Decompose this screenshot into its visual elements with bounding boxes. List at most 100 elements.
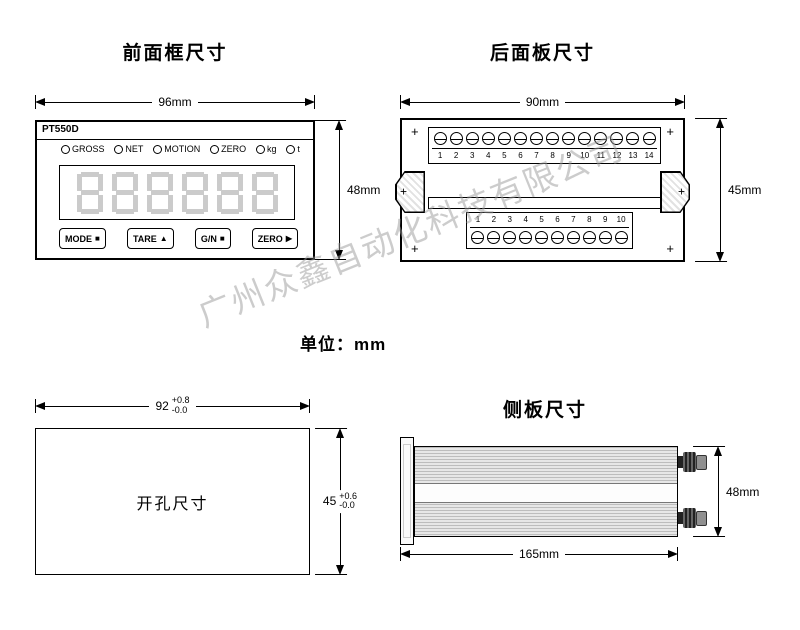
terminal: 9 — [597, 213, 614, 244]
terminal-number: 12 — [608, 148, 625, 163]
terminal-screw-icon — [465, 132, 479, 145]
cutout-width-label: 92 +0.8 -0.0 — [149, 395, 195, 416]
rear-width-dimension: 90mm — [400, 95, 685, 109]
arrow-left-icon — [35, 98, 45, 106]
panel-button-icon: ▶ — [285, 234, 292, 243]
dimension-tick — [314, 95, 315, 109]
indicator-led-icon — [153, 144, 163, 154]
terminal-screw-icon — [594, 132, 608, 145]
dimension-tick — [35, 399, 36, 413]
indicator-led-icon — [256, 144, 266, 154]
terminal: 2 — [485, 213, 502, 244]
model-label: PT550D — [42, 124, 79, 135]
terminal-screw-icon — [487, 231, 501, 244]
terminal: 4 — [480, 132, 497, 163]
seven-segment-display — [59, 165, 295, 220]
panel-button-label: MODE — [65, 233, 92, 244]
terminal-screw-icon — [546, 132, 560, 145]
terminal-screw-icon — [642, 132, 656, 145]
top-terminal-block: 1 2 3 4 5 6 7 — [428, 127, 661, 164]
dimension-tick — [35, 95, 36, 109]
left-mounting-ear: + — [395, 171, 425, 213]
terminal: 12 — [608, 132, 625, 163]
terminal: 1 — [470, 213, 486, 244]
cutout-rectangle: 开孔尺寸 — [35, 428, 310, 575]
dimension-tick — [309, 399, 310, 413]
cutout-height-dimension: 45 +0.6 -0.0 — [315, 428, 361, 575]
rear-width-label: 90mm — [525, 95, 560, 109]
indicator: GROSS — [61, 144, 105, 154]
middle-rail — [428, 197, 661, 209]
terminal-number: 4 — [517, 213, 534, 228]
panel-button: G/N ■ — [194, 228, 231, 249]
side-height-label: 48mm — [726, 484, 760, 499]
dimension-tick — [684, 95, 685, 109]
arrow-up-icon — [336, 428, 344, 438]
dimension-tick — [695, 118, 728, 119]
panel-button-label: ZERO — [257, 233, 283, 244]
side-view-title: 侧板尺寸 — [502, 400, 587, 421]
cutout-height-value: 45 — [322, 494, 337, 509]
panel-button-icon: ▲ — [159, 234, 168, 243]
terminal-number: 3 — [501, 213, 518, 228]
dimension-tick — [315, 428, 348, 429]
indicator: ZERO — [210, 144, 246, 154]
terminal: 5 — [533, 213, 550, 244]
terminal: 3 — [464, 132, 481, 163]
panel-button: ZERO ▶ — [251, 228, 298, 249]
arrow-left-icon — [400, 98, 410, 106]
terminal-number: 9 — [597, 213, 614, 228]
terminal: 7 — [565, 213, 582, 244]
terminal: 10 — [576, 132, 593, 163]
terminal-screw-icon — [582, 231, 596, 244]
dimension-tick — [400, 95, 401, 109]
bottom-connector — [678, 508, 707, 528]
terminal-number: 13 — [624, 148, 642, 163]
cutout-width-value: 92 — [155, 399, 169, 413]
terminal-number: 4 — [480, 148, 497, 163]
dimension-tick — [693, 446, 726, 447]
arrow-up-icon — [714, 446, 722, 456]
terminal: 5 — [496, 132, 513, 163]
terminal: 14 — [641, 132, 658, 163]
dimension-tick — [677, 547, 678, 561]
side-body — [414, 446, 678, 537]
side-label-band — [415, 483, 677, 503]
terminal-screw-icon — [497, 132, 511, 145]
terminal-screw-icon — [449, 132, 463, 145]
terminal: 11 — [592, 132, 609, 163]
front-width-dimension: 96mm — [35, 95, 315, 109]
terminal-screw-icon — [614, 231, 628, 244]
arrow-right-icon — [668, 550, 679, 558]
terminal-screw-icon — [433, 132, 447, 145]
arrow-right-icon — [675, 98, 685, 106]
unit-note: 单位：mm — [300, 335, 387, 354]
arrow-right-icon — [305, 98, 315, 106]
indicator-label: NET — [125, 144, 144, 154]
cutout-height-label: 45 +0.6 -0.0 — [319, 489, 361, 514]
side-length-dimension: 165mm — [400, 547, 679, 561]
arrow-down-icon — [716, 252, 724, 262]
terminal-screw-icon — [530, 132, 543, 145]
terminal-screw-icon — [481, 132, 495, 145]
dimension-tick — [315, 574, 348, 575]
terminal-number: 1 — [470, 213, 486, 228]
front-view-title: 前面框尺寸 — [122, 43, 228, 64]
terminal-screw-icon — [550, 231, 564, 244]
bottom-terminal-block: 1 2 3 4 5 6 7 — [466, 212, 633, 249]
cutout-label: 开孔尺寸 — [136, 495, 209, 513]
terminal-screw-icon — [535, 231, 549, 244]
panel-button-label: TARE — [132, 233, 157, 244]
rear-panel-drawing: + + + + 1 2 3 4 5 — [395, 118, 690, 262]
terminal-number: 1 — [432, 148, 449, 163]
front-height-dimension: 48mm — [314, 120, 380, 260]
indicator-label: kg — [267, 144, 277, 154]
connector-tip-icon — [696, 510, 707, 526]
arrow-left-icon — [35, 402, 45, 410]
dimension-tick — [400, 547, 401, 561]
arrow-up-icon — [335, 120, 343, 130]
arrow-left-icon — [400, 550, 410, 558]
terminal-number: 7 — [565, 213, 582, 228]
right-mounting-ear: + — [660, 171, 690, 213]
terminal-number: 11 — [592, 148, 609, 163]
